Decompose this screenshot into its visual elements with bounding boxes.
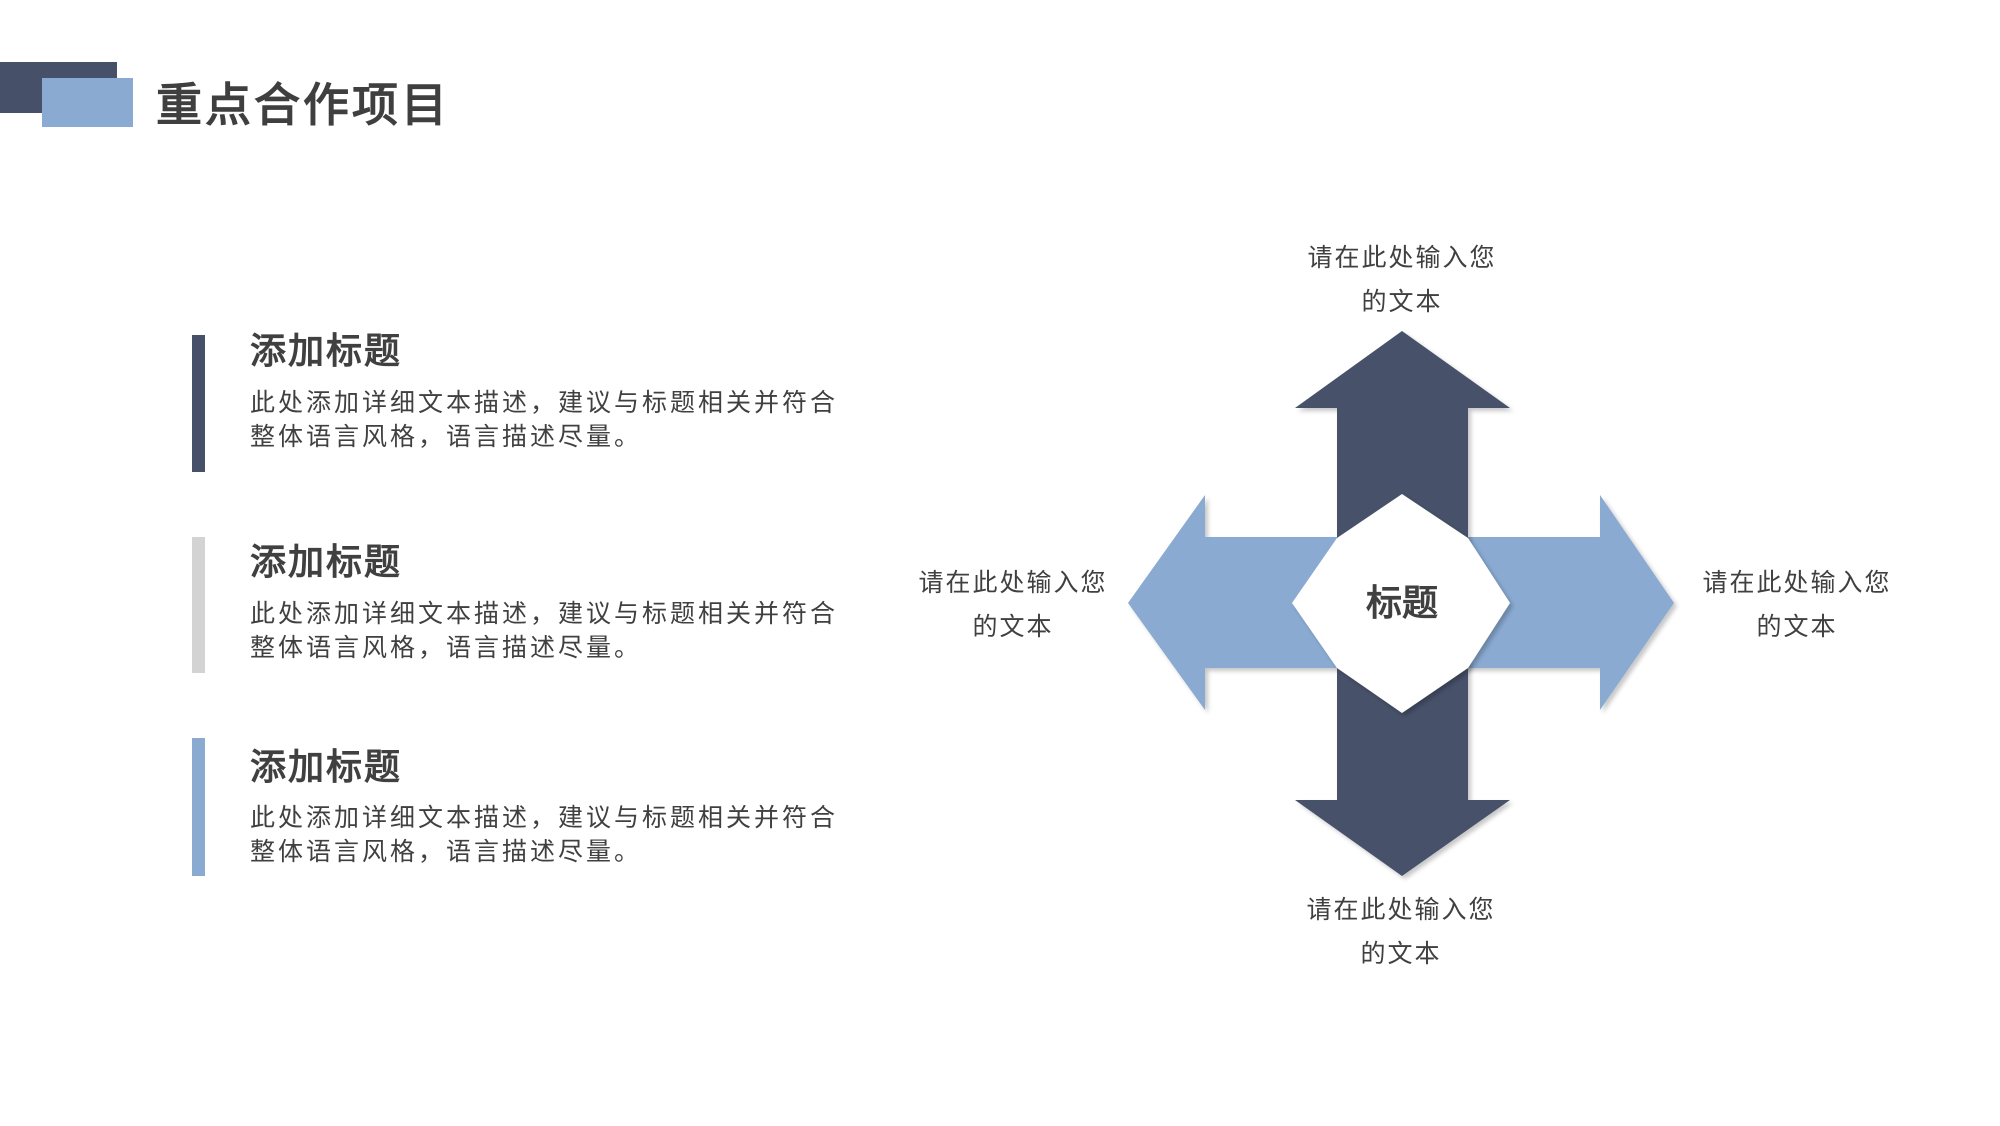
diagram-label-bottom: 请在此处输入您 的文本 <box>1251 888 1551 976</box>
item-heading: 添加标题 <box>250 331 403 372</box>
item-description: 此处添加详细文本描述，建议与标题相关并符合 整体语言风格，语言描述尽量。 <box>250 801 838 869</box>
diagram-label-right: 请在此处输入您 的文本 <box>1647 561 1947 649</box>
item-description-line: 此处添加详细文本描述，建议与标题相关并符合 <box>250 599 839 628</box>
item-accent-bar <box>192 738 205 876</box>
diagram-label-line: 请在此处输入您 <box>1307 243 1497 272</box>
diagram-label-line: 请在此处输入您 <box>1702 568 1892 597</box>
item-description: 此处添加详细文本描述，建议与标题相关并符合 整体语言风格，语言描述尽量。 <box>250 386 838 454</box>
item-accent-bar <box>192 335 205 472</box>
item-accent-bar <box>192 537 205 673</box>
diagram-label-line: 请在此处输入您 <box>1306 895 1496 924</box>
diagram-center-label: 标题 <box>1365 583 1438 624</box>
diagram-label-line: 的文本 <box>1756 612 1838 641</box>
diagram-label-left: 请在此处输入您 的文本 <box>863 561 1163 649</box>
diagram-label-line: 请在此处输入您 <box>918 568 1108 597</box>
item-heading: 添加标题 <box>250 542 403 583</box>
item-heading: 添加标题 <box>250 747 403 788</box>
down-arrow <box>1295 603 1510 876</box>
diagram-label-line: 的文本 <box>972 612 1054 641</box>
item-description-line: 此处添加详细文本描述，建议与标题相关并符合 <box>250 388 839 417</box>
diagram-label-top: 请在此处输入您 的文本 <box>1252 236 1552 324</box>
item-description-line: 整体语言风格，语言描述尽量。 <box>250 633 643 662</box>
diagram-label-line: 的文本 <box>1361 287 1443 316</box>
item-description-line: 此处添加详细文本描述，建议与标题相关并符合 <box>250 803 839 832</box>
item-description-line: 整体语言风格，语言描述尽量。 <box>250 837 643 866</box>
header-accent-light <box>42 78 133 127</box>
up-arrow <box>1295 331 1510 603</box>
item-description: 此处添加详细文本描述，建议与标题相关并符合 整体语言风格，语言描述尽量。 <box>250 597 838 665</box>
diagram-label-line: 的文本 <box>1360 939 1442 968</box>
item-description-line: 整体语言风格，语言描述尽量。 <box>250 422 643 451</box>
page-title: 重点合作项目 <box>156 78 450 132</box>
